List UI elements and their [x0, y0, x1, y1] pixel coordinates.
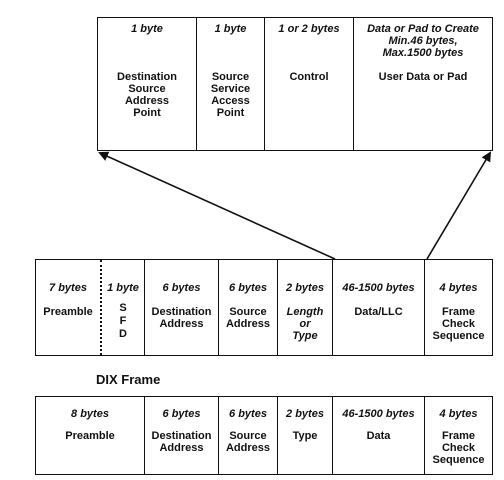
field-size: 4 bytes — [439, 408, 478, 420]
field-size: 1 or 2 bytes — [278, 23, 340, 35]
field-size: 46-1500 bytes — [342, 282, 415, 294]
field-label: Source Address — [225, 430, 271, 454]
field-size: 6 bytes — [162, 282, 201, 294]
ieee-field-length-type: 2 bytes Length or Type — [278, 260, 333, 355]
dix-frame: 8 bytes Preamble 6 bytes Destination Add… — [35, 396, 493, 475]
field-label: Destination Address — [151, 306, 212, 330]
llc-field-user-data: Data or Pad to Create Min.46 bytes, Max.… — [354, 18, 492, 150]
ieee-field-preamble: 7 bytes Preamble — [36, 260, 102, 355]
field-label: Frame Check Sequence — [432, 430, 485, 466]
field-size: 2 bytes — [286, 408, 324, 420]
field-size: Data or Pad to Create Min.46 bytes, Max.… — [367, 23, 479, 59]
ieee-frame: 7 bytes Preamble 1 byte S F D 6 bytes De… — [35, 259, 493, 356]
dix-field-fcs: 4 bytes Frame Check Sequence — [425, 397, 492, 474]
field-label: Preamble — [43, 306, 93, 318]
llc-field-dsap: 1 byte Destination Source Address Point — [98, 18, 197, 150]
field-label: Source Address — [225, 306, 271, 330]
field-label: Data — [366, 430, 391, 442]
field-size: 1 byte — [214, 23, 247, 35]
llc-frame: 1 byte Destination Source Address Point … — [97, 17, 493, 151]
llc-field-control: 1 or 2 bytes Control — [265, 18, 354, 150]
dix-field-type: 2 bytes Type — [278, 397, 333, 474]
ieee-field-destination-address: 6 bytes Destination Address — [145, 260, 219, 355]
llc-field-ssap: 1 byte Source Service Access Point — [197, 18, 265, 150]
dix-frame-title: DIX Frame — [96, 372, 161, 387]
ieee-field-data-llc: 46-1500 bytes Data/LLC — [333, 260, 425, 355]
field-label: Destination Source Address Point — [117, 71, 177, 119]
dix-field-data: 46-1500 bytes Data — [333, 397, 425, 474]
dix-field-source-address: 6 bytes Source Address — [219, 397, 278, 474]
ieee-field-fcs: 4 bytes Frame Check Sequence — [425, 260, 492, 355]
field-label: Control — [289, 71, 329, 83]
field-size: 46-1500 bytes — [342, 408, 415, 420]
field-label: Type — [292, 430, 318, 442]
field-label: Source Service Access Point — [210, 71, 251, 119]
field-size: 6 bytes — [229, 282, 267, 294]
field-label: User Data or Pad — [378, 71, 468, 83]
field-size: 6 bytes — [162, 408, 201, 420]
field-label: Destination Address — [151, 430, 212, 454]
dix-field-preamble: 8 bytes Preamble — [36, 397, 145, 474]
field-label: S F D — [119, 302, 127, 340]
ieee-field-sfd: 1 byte S F D — [102, 260, 145, 355]
field-label: Data/LLC — [354, 306, 403, 318]
arrow-right — [426, 151, 492, 260]
ieee-field-source-address: 6 bytes Source Address — [219, 260, 278, 355]
field-size: 4 bytes — [439, 282, 478, 294]
field-label: Frame Check Sequence — [432, 306, 485, 342]
field-size: 8 bytes — [71, 408, 109, 420]
field-size: 6 bytes — [229, 408, 267, 420]
field-size: 2 bytes — [286, 282, 324, 294]
arrow-left — [98, 151, 336, 260]
field-label: Length or Type — [286, 306, 324, 342]
field-size: 7 bytes — [49, 282, 87, 294]
field-label: Preamble — [65, 430, 115, 442]
dix-field-destination-address: 6 bytes Destination Address — [145, 397, 219, 474]
field-size: 1 byte — [131, 23, 163, 35]
field-size: 1 byte — [107, 282, 139, 294]
